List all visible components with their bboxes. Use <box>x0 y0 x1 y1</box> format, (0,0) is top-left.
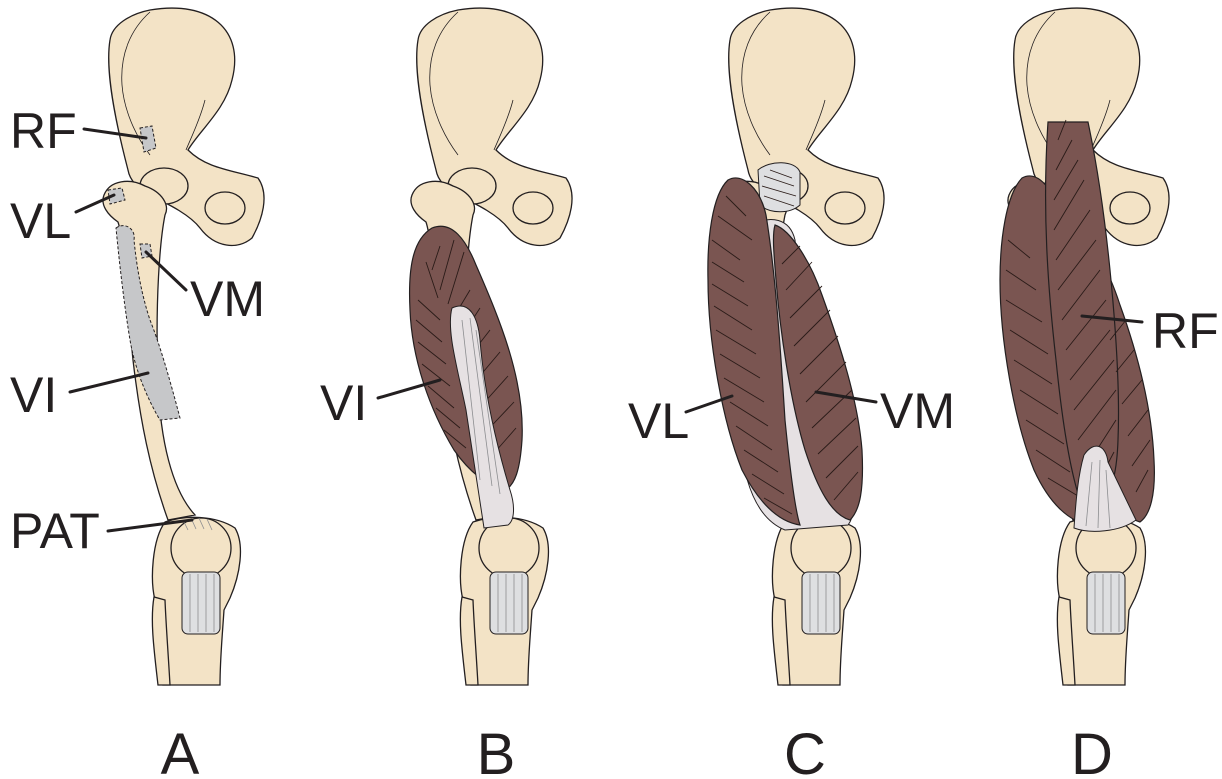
pat-label: PAT <box>10 503 100 559</box>
panel-b: VI B <box>320 8 572 779</box>
rf-label: RF <box>1152 303 1219 359</box>
panel-letter-c: C <box>784 722 826 779</box>
panel-letter-a: A <box>161 722 200 779</box>
panel-letter-d: D <box>1071 722 1113 779</box>
vi-label: VI <box>320 375 367 431</box>
vi-label: VI <box>10 367 57 423</box>
vl-label: VL <box>628 393 689 449</box>
rf-label: RF <box>10 103 77 159</box>
vm-label: VM <box>190 271 265 327</box>
panel-letter-b: B <box>477 722 516 779</box>
panel-d: RF D <box>1000 8 1219 779</box>
panel-a: RF VL VM VI PAT A <box>10 8 265 779</box>
femur-pelvis-skeleton <box>103 8 264 685</box>
vl-label: VL <box>10 193 71 249</box>
panel-c: VL VM C <box>628 8 955 779</box>
rf-stump-tendon <box>758 163 800 212</box>
vm-label: VM <box>880 383 955 439</box>
